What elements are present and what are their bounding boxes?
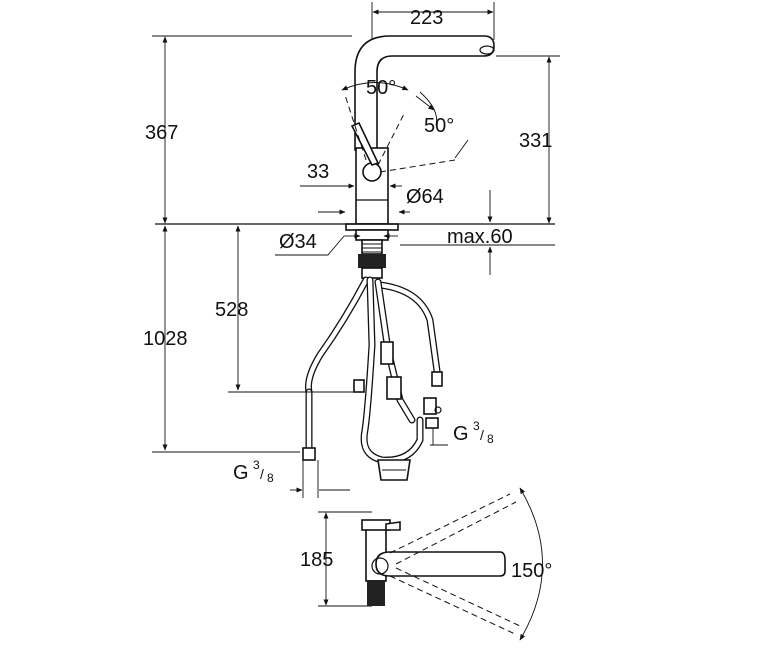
hose-connector-upper — [380, 341, 394, 365]
spout-top — [375, 551, 506, 577]
label-d64: Ø64 — [406, 186, 444, 208]
spout-body — [354, 35, 495, 151]
thread-label-left: G 3 / 8 — [233, 458, 274, 485]
label-50-spout: 50° — [366, 77, 396, 99]
label-367: 367 — [145, 122, 178, 144]
faucet-top-view — [318, 487, 543, 641]
faucet-side-view — [341, 35, 495, 279]
label-185: 185 — [300, 549, 333, 571]
label-528: 528 — [215, 299, 248, 321]
hose-assembly — [290, 276, 443, 498]
label-max60: max.60 — [447, 226, 513, 248]
spout-outlet — [479, 45, 495, 55]
svg-text:8: 8 — [267, 471, 274, 485]
svg-text:/: / — [480, 427, 484, 443]
threaded-nut — [358, 254, 386, 268]
svg-text:3: 3 — [473, 419, 480, 433]
dimension-lines — [152, 2, 560, 453]
base-plate — [345, 223, 399, 231]
label-d34: Ø34 — [279, 231, 317, 253]
label-223: 223 — [410, 7, 443, 29]
label-33: 33 — [307, 161, 329, 183]
svg-text:G: G — [233, 462, 249, 484]
left-inlet-fitting — [302, 447, 316, 461]
svg-text:3: 3 — [253, 458, 260, 472]
lever — [350, 121, 380, 166]
svg-text:8: 8 — [487, 432, 494, 446]
valve — [423, 397, 437, 415]
label-150: 150° — [511, 560, 552, 582]
label-50-handle: 50° — [424, 115, 454, 137]
svg-text:G: G — [453, 423, 469, 445]
label-1028: 1028 — [143, 328, 188, 350]
dimension-labels: 223 367 331 50° 50° 33 Ø64 Ø34 max.60 52… — [143, 7, 552, 582]
svg-text:/: / — [260, 466, 264, 482]
thread-label-right: G 3 / 8 — [453, 419, 494, 446]
label-331: 331 — [519, 130, 552, 152]
hose-connector-lower — [386, 376, 402, 400]
